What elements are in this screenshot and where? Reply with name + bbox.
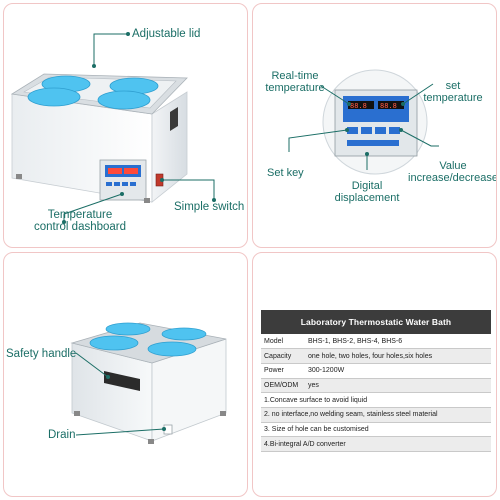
- spec-value: BHS-1, BHS-2, BHS-4, BHS-6: [305, 334, 491, 350]
- spec-key: Model: [261, 334, 305, 350]
- value-line2: increase/decrease: [408, 172, 497, 184]
- feature-row: 3. Size of hole can be customised: [261, 422, 491, 438]
- set-temperature-label: set temperature: [417, 80, 489, 104]
- safety-handle-label: Safety handle: [6, 348, 77, 360]
- temperature-dashboard-line1: Temperature: [47, 209, 113, 221]
- svg-text:88.8: 88.8: [380, 102, 397, 110]
- feature-row: 4.Bi-integral A/D converter: [261, 436, 491, 452]
- feature-text: 3. Size of hole can be customised: [261, 422, 491, 438]
- spec-sheet-panel: Laboratory Thermostatic Water Bath Model…: [252, 252, 497, 497]
- digital-line2: displacement: [334, 192, 400, 204]
- digital-line1: Digital: [351, 180, 383, 192]
- control-panel-detail-panel: 88.8 88.8 Real-time temperature set temp…: [252, 3, 497, 248]
- spec-value: 300-1200W: [305, 363, 491, 379]
- set-temperature-line2: temperature: [423, 92, 483, 104]
- feature-text: 1.Concave surface to avoid liquid: [261, 392, 491, 408]
- real-time-line2: temperature: [265, 82, 325, 94]
- spec-sheet-title: Laboratory Thermostatic Water Bath: [261, 310, 491, 334]
- real-time-line1: Real-time: [271, 70, 319, 82]
- adjustable-lid-label: Adjustable lid: [132, 28, 201, 40]
- water-bath-side-view: [70, 322, 227, 444]
- side-view-panel: Safety handle Drain: [3, 252, 248, 497]
- simple-switch-label: Simple switch: [174, 201, 245, 213]
- product-overview-panel: Adjustable lid Temperature control dashb…: [3, 3, 248, 248]
- feature-text: 2. no interface,no welding seam, stainle…: [261, 407, 491, 423]
- spec-key: Power: [261, 363, 305, 379]
- feature-row: 1.Concave surface to avoid liquid: [261, 392, 491, 408]
- temperature-dashboard-line2: control dashboard: [33, 221, 127, 233]
- value-line1: Value: [439, 160, 467, 172]
- water-bath-illustration: [10, 32, 216, 224]
- control-panel-closeup: 88.8 88.8: [288, 69, 439, 175]
- spec-key: Capacity: [261, 348, 305, 364]
- spec-value: one hole, two holes, four holes,six hole…: [305, 348, 491, 364]
- svg-text:88.8: 88.8: [350, 102, 367, 110]
- digital-displacement-label: Digital displacement: [325, 180, 409, 204]
- spec-key: OEM/ODM: [261, 378, 305, 394]
- temperature-dashboard-label: Temperature control dashboard: [30, 209, 130, 233]
- set-key-label: Set key: [267, 167, 304, 179]
- real-time-temperature-label: Real-time temperature: [259, 70, 331, 94]
- set-temperature-line1: set: [445, 80, 461, 92]
- value-increase-decrease-label: Value increase/decrease: [403, 160, 497, 184]
- feature-text: 4.Bi-integral A/D converter: [261, 436, 491, 452]
- drain-label: Drain: [48, 429, 76, 441]
- spec-value: yes: [305, 378, 491, 394]
- feature-row: 2. no interface,no welding seam, stainle…: [261, 407, 491, 423]
